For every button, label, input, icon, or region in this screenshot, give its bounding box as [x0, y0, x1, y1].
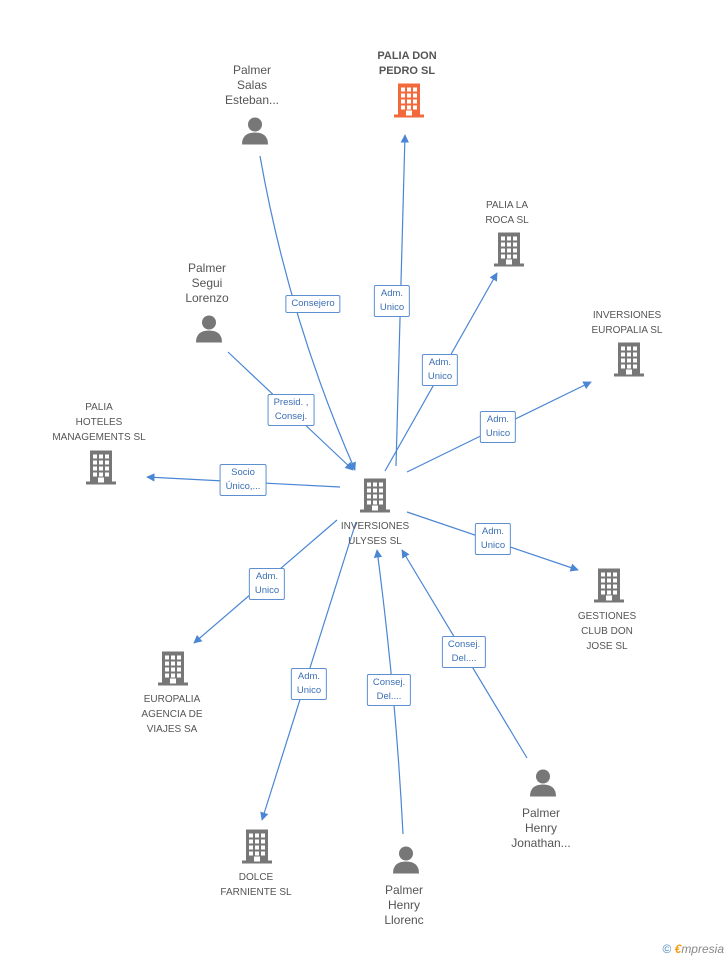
building-icon[interactable] — [612, 341, 646, 382]
building-icon[interactable] — [492, 231, 526, 272]
node-label-palmer-segui[interactable]: Palmer Segui Lorenzo — [185, 261, 229, 305]
edge-palmer-salas-center — [259, 155, 356, 471]
building-icon[interactable] — [392, 82, 426, 123]
edge-label[interactable]: Adm. Unico — [479, 411, 517, 443]
edge-label[interactable]: Adm. Unico — [290, 668, 328, 700]
edge-label[interactable]: Adm. Unico — [421, 354, 459, 386]
building-icon[interactable] — [240, 828, 274, 869]
node-label-inversiones-europalia[interactable]: INVERSIONES EUROPALIA SL — [591, 310, 663, 336]
copyright-symbol: © — [662, 942, 672, 956]
edge-label[interactable]: Adm. Unico — [248, 568, 286, 600]
person-icon[interactable] — [240, 116, 270, 151]
node-label-palia-la-roca[interactable]: PALIA LA ROCA SL — [485, 200, 529, 226]
node-label-dolce-farniente[interactable]: DOLCE FARNIENTE SL — [220, 872, 292, 898]
edge-label[interactable]: Presid. , Consej. — [267, 394, 315, 426]
edge-label[interactable]: Adm. Unico — [373, 285, 411, 317]
person-icon[interactable] — [528, 768, 558, 803]
edge-label[interactable]: Consej. Del.... — [441, 636, 487, 668]
edge-label[interactable]: Consej. Del.... — [366, 674, 412, 706]
brand-logo: €mpresia — [674, 942, 724, 956]
building-icon[interactable] — [156, 650, 190, 691]
node-label-center[interactable]: INVERSIONES ULYSES SL — [340, 521, 410, 547]
building-icon[interactable] — [592, 567, 626, 608]
node-label-palia-don-pedro[interactable]: PALIA DON PEDRO SL — [377, 50, 437, 77]
building-icon[interactable] — [358, 477, 392, 518]
node-label-gestiones-club[interactable]: GESTIONES CLUB DON JOSE SL — [577, 611, 637, 652]
building-icon[interactable] — [84, 449, 118, 490]
person-icon[interactable] — [391, 845, 421, 880]
node-label-palmer-henry-llorenc[interactable]: Palmer Henry Llorenc — [384, 883, 424, 927]
node-label-palmer-salas[interactable]: Palmer Salas Esteban... — [224, 63, 280, 107]
node-label-palmer-henry-jonathan[interactable]: Palmer Henry Jonathan... — [511, 806, 571, 850]
node-label-palia-hoteles[interactable]: PALIA HOTELES MANAGEMENTS SL — [52, 402, 146, 443]
node-label-europalia-agencia[interactable]: EUROPALIA AGENCIA DE VIAJES SA — [141, 694, 203, 735]
edge-label[interactable]: Consejero — [285, 295, 341, 313]
person-icon[interactable] — [194, 314, 224, 349]
edge-label[interactable]: Adm. Unico — [474, 523, 512, 555]
edge-label[interactable]: Socio Único,... — [219, 464, 267, 496]
footer-brand: © €mpresia — [662, 942, 724, 956]
